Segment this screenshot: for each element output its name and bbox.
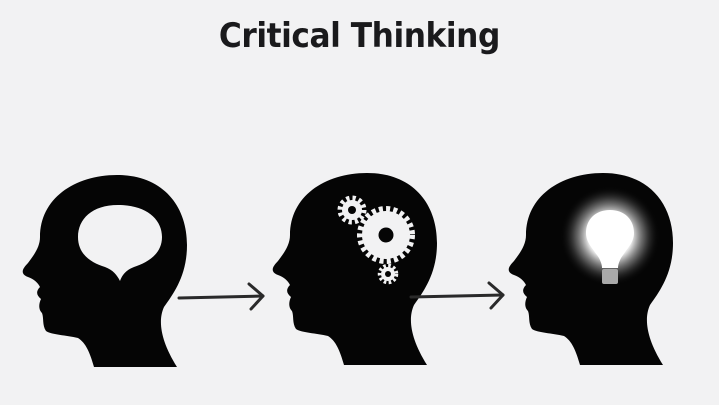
diagram-title: Critical Thinking <box>218 16 500 56</box>
head-silhouette <box>22 175 187 367</box>
tiny-gear-icon <box>377 263 399 285</box>
lightbulb-icon <box>560 186 660 286</box>
arrow-right-icon <box>177 282 265 311</box>
bulb-base <box>602 269 618 284</box>
gears-icon <box>337 195 415 285</box>
thought-bubble-icon <box>78 205 162 281</box>
arrow-right-icon <box>409 281 505 310</box>
large-gear-icon <box>357 206 415 264</box>
head-empty-mind <box>22 175 187 367</box>
small-gear-icon <box>337 195 367 225</box>
bulb-glass <box>586 210 634 268</box>
